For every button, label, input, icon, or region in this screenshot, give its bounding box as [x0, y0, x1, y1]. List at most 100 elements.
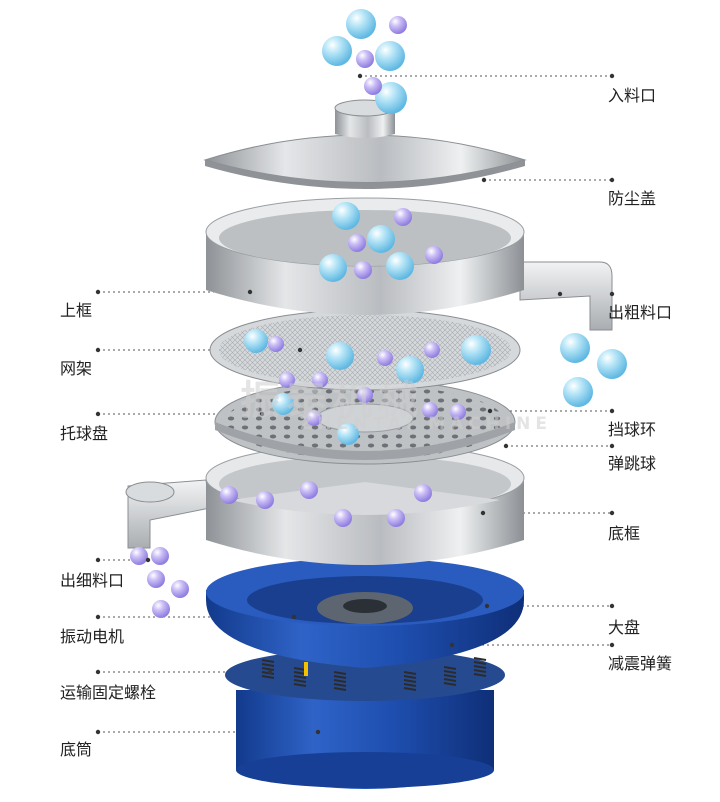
spring-coil — [333, 683, 347, 687]
purple-ball-16 — [450, 404, 466, 420]
spring-coil — [333, 675, 347, 679]
leader-end-dot-15 — [609, 642, 615, 648]
spring-coil — [293, 683, 307, 687]
leader-end-dot-8 — [609, 73, 615, 79]
leader-end-dot-2 — [95, 347, 101, 353]
blue-ball-13 — [560, 333, 590, 363]
spring-coil — [261, 667, 275, 671]
label-dust-cover: 防尘盖 — [608, 189, 657, 208]
spring-coil — [473, 669, 487, 673]
label-motor: 振动电机 — [60, 627, 125, 646]
leader-dot-8 — [357, 73, 363, 79]
leader-dot-6 — [267, 669, 273, 675]
spring-coil — [473, 673, 487, 677]
leader-dot-14 — [484, 603, 490, 609]
label-large-plate: 大盘 — [608, 618, 641, 637]
purple-ball-20 — [334, 509, 352, 527]
blue-ball-11 — [396, 356, 424, 384]
purple-ball-21 — [387, 509, 405, 527]
spring-coil — [403, 675, 417, 679]
spring-coil — [403, 679, 417, 683]
ball-tray-edge — [215, 422, 515, 460]
purple-ball-12 — [279, 372, 295, 388]
spring-coil — [403, 687, 417, 691]
purple-ball-1 — [389, 16, 407, 34]
label-transport-bolt: 运输固定螺栓 — [60, 683, 157, 702]
label-fine-outlet: 出细料口 — [60, 571, 125, 590]
spring-coil — [333, 679, 347, 683]
damping-spring-3 — [333, 671, 347, 691]
purple-ball-18 — [256, 491, 274, 509]
purple-ball-3 — [364, 77, 382, 95]
material-balls — [130, 9, 627, 618]
damping-spring-6 — [473, 657, 487, 677]
blue-ball-6 — [367, 225, 395, 253]
dust-cover-edge — [205, 160, 525, 189]
purple-ball-2 — [356, 50, 374, 68]
spring-coil — [293, 675, 307, 679]
watermark-en: ZHENTAI MACHINE — [300, 414, 553, 434]
label-bottom-frame: 底框 — [608, 524, 641, 543]
bottom-frame-cone — [230, 482, 500, 515]
leader-end-dot-5 — [95, 614, 101, 620]
leader-end-dot-12 — [609, 443, 615, 449]
spring-coil — [443, 666, 457, 670]
leader-dot-4 — [145, 557, 151, 563]
spring-coil — [473, 657, 487, 661]
purple-ball-11 — [312, 372, 328, 388]
purple-ball-15 — [422, 402, 438, 418]
leader-dot-5 — [291, 614, 297, 620]
leader-end-dot-10 — [609, 291, 615, 297]
label-inlet: 入料口 — [608, 86, 657, 105]
motor-shaft — [343, 599, 387, 613]
leader-end-dot-11 — [609, 408, 615, 414]
purple-ball-17 — [220, 486, 238, 504]
purple-ball-14 — [357, 387, 373, 403]
leader-dot-2 — [297, 347, 303, 353]
spring-coil — [403, 683, 417, 687]
purple-ball-10 — [424, 342, 440, 358]
spring-coil — [293, 679, 307, 683]
watermark-cn: 振泰机械 — [240, 378, 424, 424]
label-damping-spring: 减震弹簧 — [608, 654, 673, 673]
purple-ball-4 — [394, 208, 412, 226]
purple-ball-9 — [377, 350, 393, 366]
blue-ball-15 — [563, 377, 593, 407]
spring-coil — [403, 671, 417, 675]
leader-end-dot-13 — [609, 510, 615, 516]
leader-dot-13 — [480, 510, 486, 516]
purple-ball-19 — [300, 481, 318, 499]
upper-frame-inside — [219, 210, 511, 266]
purple-ball-27 — [152, 600, 170, 618]
damping-spring-1 — [261, 659, 275, 679]
coarse-outlet-spout — [519, 261, 613, 331]
transport-bolt-marker — [304, 662, 308, 676]
label-coarse-outlet: 出粗料口 — [608, 303, 673, 322]
purple-ball-5 — [348, 234, 366, 252]
leader-dot-9 — [481, 177, 487, 183]
leader-end-dot-4 — [95, 557, 101, 563]
spring-coil — [443, 682, 457, 686]
purple-ball-6 — [425, 246, 443, 264]
leader-end-dot-6 — [95, 669, 101, 675]
spring-coil — [443, 674, 457, 678]
label-ball-ring: 挡球环 — [608, 420, 657, 439]
label-bouncing-ball: 弹跳球 — [608, 454, 657, 473]
blue-ball-2 — [322, 36, 352, 66]
leader-dot-1 — [247, 289, 253, 295]
spring-coil — [473, 665, 487, 669]
blue-ball-8 — [386, 252, 414, 280]
leader-end-dot-7 — [95, 729, 101, 735]
purple-ball-22 — [414, 484, 432, 502]
leader-dot-3 — [259, 411, 265, 417]
damping-spring-4 — [403, 671, 417, 691]
blue-ball-12 — [461, 335, 491, 365]
blue-ball-5 — [332, 202, 360, 230]
spring-coil — [333, 687, 347, 691]
blue-ball-1 — [346, 9, 376, 39]
spring-coil — [261, 675, 275, 679]
spring-coil — [443, 670, 457, 674]
leader-dot-15 — [449, 642, 455, 648]
leader-dot-7 — [315, 729, 321, 735]
